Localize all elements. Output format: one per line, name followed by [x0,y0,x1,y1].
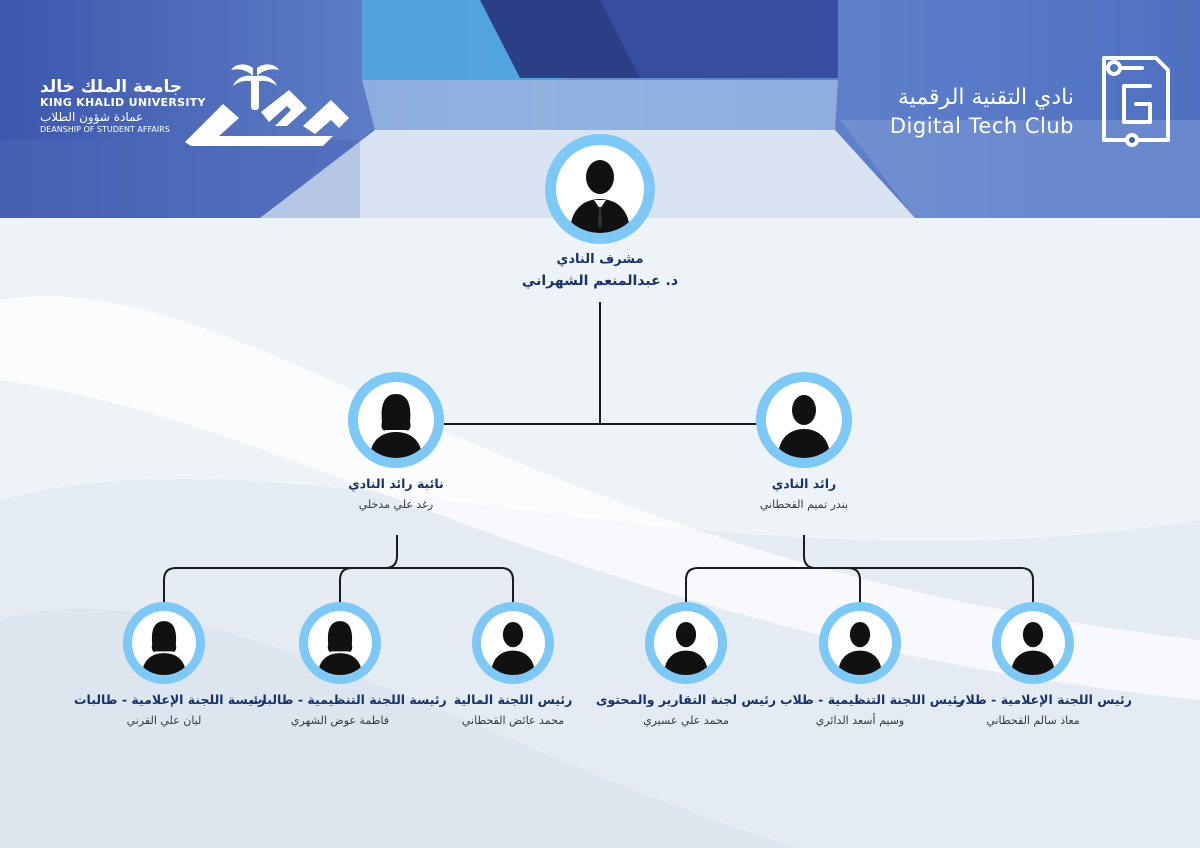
university-block: جامعة الملك خالد KING KHALID UNIVERSITY … [40,78,206,136]
node-role: رئيسة اللجنة الإعلامية - طالبات [74,692,266,707]
male-silhouette-icon [491,621,535,675]
org-node-committee-finance: رئيس اللجنة المالية محمد عائض القحطاني [433,602,593,727]
female-silhouette-icon [142,621,186,675]
club-circuit-logo-icon [1102,56,1170,147]
male-silhouette-icon [778,395,830,458]
org-node-committee-media-male: رئيس اللجنة الإعلامية - طلاب معاذ سالم ا… [953,602,1132,727]
club-name-ar: نادي التقنية الرقمية [897,85,1074,110]
node-name: فاطمة عوض الشهري [290,714,390,727]
node-role: رئيس اللجنة الإعلامية - طلاب [953,692,1132,707]
female-silhouette-icon [370,394,422,458]
club-name-en: Digital Tech Club [889,114,1074,138]
avatar [123,602,205,684]
node-name: محمد عائض القحطاني [461,714,565,727]
node-name: محمد علي عسيري [643,714,729,727]
node-name: بندر تميم القحطاني [759,498,849,511]
avatar [645,602,727,684]
org-node-committee-media-female: رئيسة اللجنة الإعلامية - طالبات ليان علي… [74,602,266,727]
org-node-vice-leader: نائبة رائد النادي رغد علي مدخلي [306,372,486,511]
org-node-committee-organizing-male: رئيس اللجنة التنظيمية - طلاب وسيم أسعد ا… [780,602,965,727]
avatar [299,602,381,684]
node-name: د. عبدالمنعم الشهراني [521,273,679,289]
node-role: رئيسة اللجنة التنظيمية - طالبات [250,692,447,707]
university-name-ar: جامعة الملك خالد [40,77,183,97]
node-role: رائد النادي [771,476,837,491]
deanship-name-en: DEANSHIP OF STUDENT AFFAIRS [40,125,170,134]
node-name: رغد علي مدخلي [358,498,434,511]
university-name-en: KING KHALID UNIVERSITY [40,96,206,109]
org-node-supervisor: مشرف النادي د. عبدالمنعم الشهراني [500,134,700,289]
avatar [348,372,444,468]
avatar [756,372,852,468]
node-name: وسيم أسعد الدائري [815,714,905,727]
node-role: رئيس اللجنة التنظيمية - طلاب [780,692,965,707]
org-node-leader: رائد النادي بندر تميم القحطاني [714,372,894,511]
male-silhouette-icon [1011,621,1055,675]
node-role: رئيس لجنة التقارير والمحتوى [596,692,777,707]
female-silhouette-icon [318,621,362,675]
node-name: ليان علي القرني [126,714,202,727]
avatar [472,602,554,684]
org-node-committee-reports: رئيس لجنة التقارير والمحتوى محمد علي عسي… [596,602,776,727]
male-silhouette-suit-icon [570,160,630,233]
node-role: مشرف النادي [556,252,644,267]
node-role: نائبة رائد النادي [348,476,444,491]
node-name: معاذ سالم القحطاني [986,714,1080,727]
club-title-block: نادي التقنية الرقمية Digital Tech Club [868,84,1074,140]
male-silhouette-icon [664,621,708,675]
avatar [545,134,655,244]
male-silhouette-icon [838,621,882,675]
kku-palm-logo-icon [185,64,349,146]
deanship-name-ar: عمادة شؤون الطلاب [40,110,144,124]
avatar [992,602,1074,684]
avatar [819,602,901,684]
node-role: رئيس اللجنة المالية [453,692,573,707]
org-node-committee-organizing-female: رئيسة اللجنة التنظيمية - طالبات فاطمة عو… [250,602,447,727]
